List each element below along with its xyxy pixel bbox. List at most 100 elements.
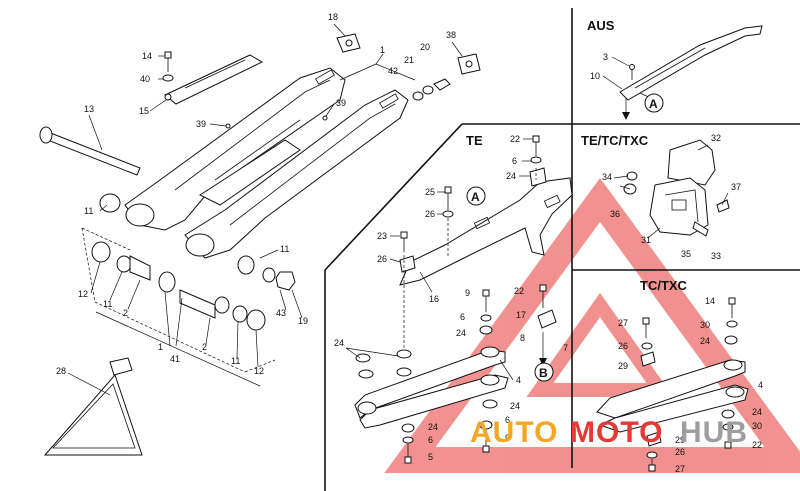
callout-14: 14 xyxy=(142,51,152,61)
watermark-moto: MOTO xyxy=(570,416,663,449)
callout-21: 21 xyxy=(404,55,414,65)
callout-2: 2 xyxy=(202,342,207,352)
callout-29: 29 xyxy=(675,435,685,445)
callout-19: 19 xyxy=(298,316,308,326)
svg-text:B: B xyxy=(539,366,548,380)
callout-9: 9 xyxy=(505,433,510,443)
chain-slider-upper xyxy=(164,54,264,105)
rear-brake-guard xyxy=(623,139,730,237)
swingarm xyxy=(124,67,409,259)
callout-31: 31 xyxy=(641,235,651,245)
callout-25: 25 xyxy=(425,187,435,197)
screw-39-b xyxy=(322,115,328,121)
callout-5: 5 xyxy=(428,452,433,462)
callout-11: 11 xyxy=(280,244,289,254)
assembly-outline xyxy=(81,227,276,387)
adjuster-block-18 xyxy=(336,33,361,53)
callout-13: 13 xyxy=(84,104,94,114)
aus-chain-guide xyxy=(619,25,763,120)
leader-lines xyxy=(67,23,463,396)
tc-slider-hardware xyxy=(640,297,738,472)
callout-24: 24 xyxy=(334,338,344,348)
tc-chain-slider xyxy=(596,359,749,433)
callout-36: 36 xyxy=(610,209,620,219)
callout-26: 26 xyxy=(377,254,387,264)
svg-text:A: A xyxy=(649,97,658,111)
callout-41: 41 xyxy=(170,354,180,364)
callout-24: 24 xyxy=(506,171,516,181)
callout-2: 2 xyxy=(123,308,128,318)
callout-34: 34 xyxy=(602,172,612,182)
callout-24: 24 xyxy=(752,407,762,417)
callout-27: 27 xyxy=(675,464,685,474)
callout-24: 24 xyxy=(510,401,520,411)
panel-leader-lines xyxy=(345,56,729,381)
callout-30: 30 xyxy=(752,421,762,431)
callout-8: 8 xyxy=(520,333,525,343)
callout-labels: 13 14 40 15 39 39 18 1 20 21 42 38 11 11… xyxy=(56,12,763,474)
marker-b-te: B xyxy=(534,362,554,382)
te-slider-hardware xyxy=(355,284,557,464)
callout-6: 6 xyxy=(512,156,517,166)
callout-32: 32 xyxy=(711,133,721,143)
callout-39: 39 xyxy=(196,119,206,129)
callout-20: 20 xyxy=(420,42,430,52)
callout-14: 14 xyxy=(705,296,715,306)
callout-11: 11 xyxy=(231,356,240,366)
callout-3: 3 xyxy=(603,52,608,62)
screw-39-a xyxy=(225,123,231,129)
callout-16: 16 xyxy=(429,294,439,304)
callout-30: 30 xyxy=(700,320,710,330)
watermark-auto: AUTO xyxy=(470,416,558,449)
bolt-14 xyxy=(162,51,174,82)
callout-17: 17 xyxy=(516,310,526,320)
callout-39: 39 xyxy=(336,98,346,108)
callout-6: 6 xyxy=(460,312,465,322)
callout-6: 6 xyxy=(428,435,433,445)
callout-9: 9 xyxy=(465,288,470,298)
callout-4: 4 xyxy=(758,380,763,390)
section-title-te: TE xyxy=(466,133,483,148)
rear-stand xyxy=(43,357,143,456)
callout-33: 33 xyxy=(711,251,721,261)
watermark-triangle xyxy=(384,177,800,473)
callout-27: 27 xyxy=(618,318,628,328)
callout-22: 22 xyxy=(752,440,762,450)
section-title-te-tc-txc: TE/TC/TXC xyxy=(581,133,649,148)
pivot-bearing-set xyxy=(91,193,296,331)
callout-29: 29 xyxy=(618,361,628,371)
callout-42: 42 xyxy=(388,66,398,76)
marker-a-te: A xyxy=(466,186,486,206)
callout-12: 12 xyxy=(78,289,88,299)
section-title-tc-txc: TC/TXC xyxy=(640,278,688,293)
callout-40: 40 xyxy=(140,74,150,84)
watermark-logo: AUTO MOTO HUB xyxy=(470,416,748,449)
te-bolts xyxy=(400,135,542,350)
callout-22: 22 xyxy=(514,286,524,296)
callout-7: 7 xyxy=(563,343,568,353)
callout-24: 24 xyxy=(700,336,710,346)
te-chain-slider xyxy=(354,346,509,429)
callout-24: 24 xyxy=(456,328,466,338)
callout-11: 11 xyxy=(103,299,112,309)
callout-37: 37 xyxy=(731,182,741,192)
te-chain-guide xyxy=(399,167,573,286)
section-title-aus: AUS xyxy=(587,18,615,33)
watermark-hub: HUB xyxy=(680,416,748,449)
callout-1: 1 xyxy=(380,45,385,55)
callout-24: 24 xyxy=(428,422,438,432)
callout-11: 11 xyxy=(84,206,93,216)
callout-23: 23 xyxy=(377,231,387,241)
section-frames xyxy=(324,8,800,491)
adjuster-block-38 xyxy=(457,53,481,75)
callout-4: 4 xyxy=(516,375,521,385)
callout-12: 12 xyxy=(254,366,264,376)
marker-a-aus: A xyxy=(644,93,664,113)
callout-38: 38 xyxy=(446,30,456,40)
callout-15: 15 xyxy=(139,106,149,116)
callout-6: 6 xyxy=(505,415,510,425)
callout-22: 22 xyxy=(510,134,520,144)
callout-28: 28 xyxy=(56,366,66,376)
svg-text:A: A xyxy=(471,190,480,204)
